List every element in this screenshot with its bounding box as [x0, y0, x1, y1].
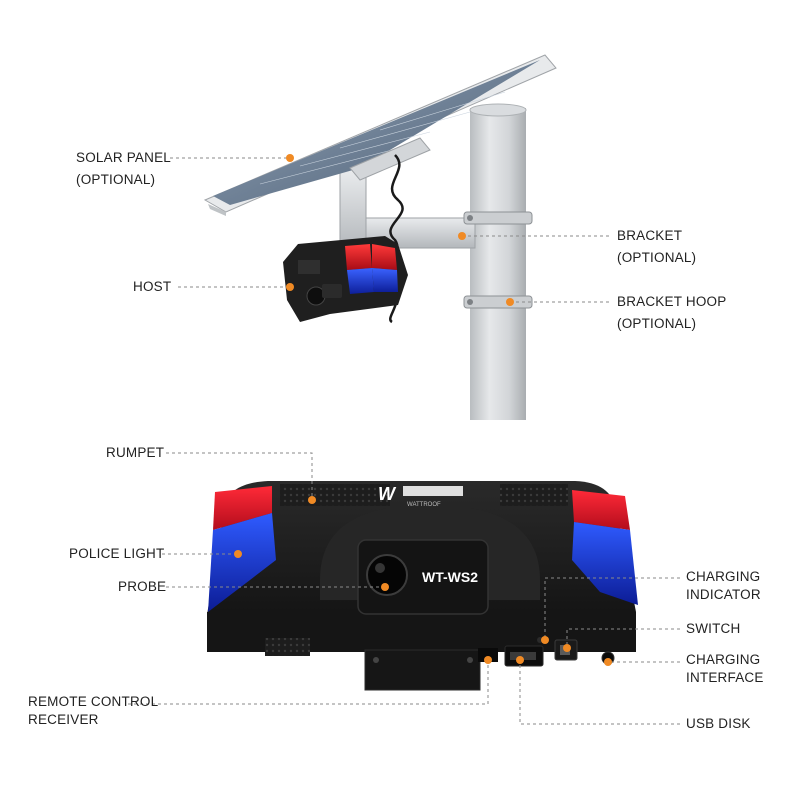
label-charging-indicator: CHARGING INDICATOR — [686, 569, 761, 602]
brand-sub: WATTROOF — [407, 502, 441, 508]
label-rumpet: RUMPET — [106, 445, 165, 460]
label-solar-panel: SOLAR PANEL (OPTIONAL) — [76, 150, 171, 187]
brand-mark: W — [378, 484, 397, 504]
label-remote-control-receiver: REMOTE CONTROL RECEIVER — [28, 694, 159, 727]
label-bracket: BRACKET (OPTIONAL) — [617, 228, 697, 265]
bracket — [339, 169, 476, 251]
host-unit — [283, 236, 408, 322]
solar-panel — [203, 54, 557, 216]
label-switch: SWITCH — [686, 621, 741, 636]
bracket-hoop — [463, 211, 533, 309]
brand-logo: W WATTROOF — [378, 484, 463, 508]
label-probe: PROBE — [118, 579, 167, 594]
label-police-light: POLICE LIGHT — [69, 546, 165, 561]
label-usb-disk: USB DISK — [686, 716, 751, 731]
model-label: WT-WS2 — [422, 569, 478, 585]
label-bracket-hoop: BRACKET HOOP (OPTIONAL) — [617, 294, 727, 331]
mounting-tab — [364, 649, 481, 691]
probe-lens — [366, 554, 408, 596]
pole-top — [469, 103, 527, 117]
probe-module: WT-WS2 — [357, 539, 489, 615]
label-host: HOST — [133, 279, 172, 294]
pole — [470, 108, 526, 420]
label-charging-interface: CHARGING INTERFACE — [686, 652, 764, 685]
